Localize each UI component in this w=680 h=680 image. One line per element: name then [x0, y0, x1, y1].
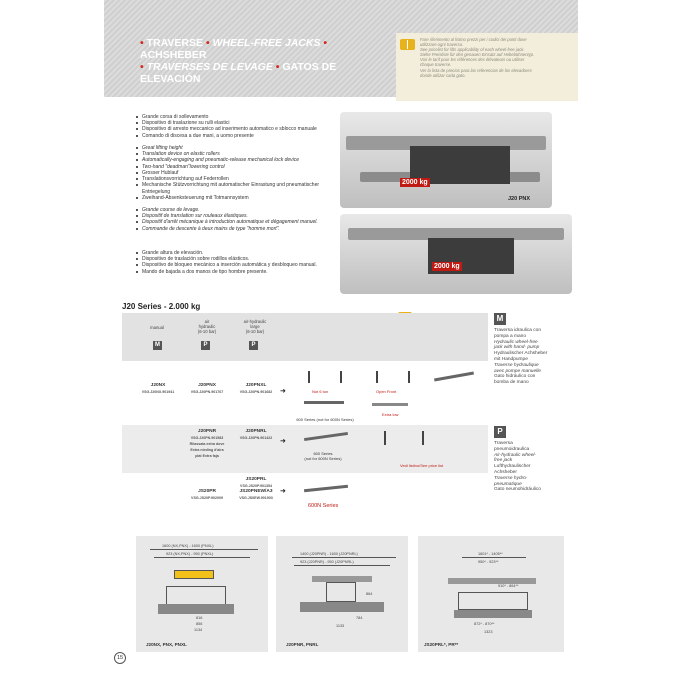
- arrow-icon: ➜: [280, 438, 286, 445]
- page-title: • TRAVERSE • WHEEL-FREE JACKS • ACHSHEBE…: [140, 37, 337, 85]
- accessory-image: [304, 431, 348, 442]
- accessory-image: [303, 484, 349, 493]
- accessory-image: [372, 403, 408, 406]
- pricelist-note: Fare riferimento al listino prezzi per i…: [396, 33, 578, 101]
- book-icon: [400, 39, 415, 50]
- product-photo-top: 2000 kg: [340, 112, 552, 208]
- photo-caption: J20 PNX: [508, 196, 531, 202]
- section-title: J20 Series - 2.000 kg: [122, 302, 201, 311]
- product-photo-bottom: 2000 kg: [340, 214, 572, 294]
- manual-badge: M: [153, 341, 162, 350]
- accessory-image: [434, 371, 474, 382]
- features-es: Grande altura de elevación.Dispositivo d…: [136, 250, 336, 275]
- capacity-label: 2000 kg: [400, 178, 430, 187]
- arrow-icon: ➜: [280, 488, 286, 495]
- technical-drawing: 1601* - 1405** 950* - 923** 910* - 864**…: [418, 536, 564, 652]
- arrow-icon: ➜: [280, 388, 286, 395]
- air-large-badge: P: [249, 341, 258, 350]
- features-fr: Grande course de levage.Dispositif de tr…: [136, 207, 336, 232]
- technical-drawing: 1600 (NX,PNX) - 1600 (PNXL) 923 (NX,PNX)…: [136, 536, 268, 652]
- air-badge: P: [201, 341, 210, 350]
- accessory-image: [308, 371, 342, 383]
- accessory-image: [384, 431, 424, 445]
- capacity-label-2: 2000 kg: [432, 262, 462, 271]
- technical-drawing: 1400 (J20PNR) - 1600 (J20PNRL) 923 (J20P…: [276, 536, 408, 652]
- accessory-image: [376, 371, 410, 383]
- page-number: 15: [114, 652, 126, 664]
- accessory-image: [304, 401, 344, 404]
